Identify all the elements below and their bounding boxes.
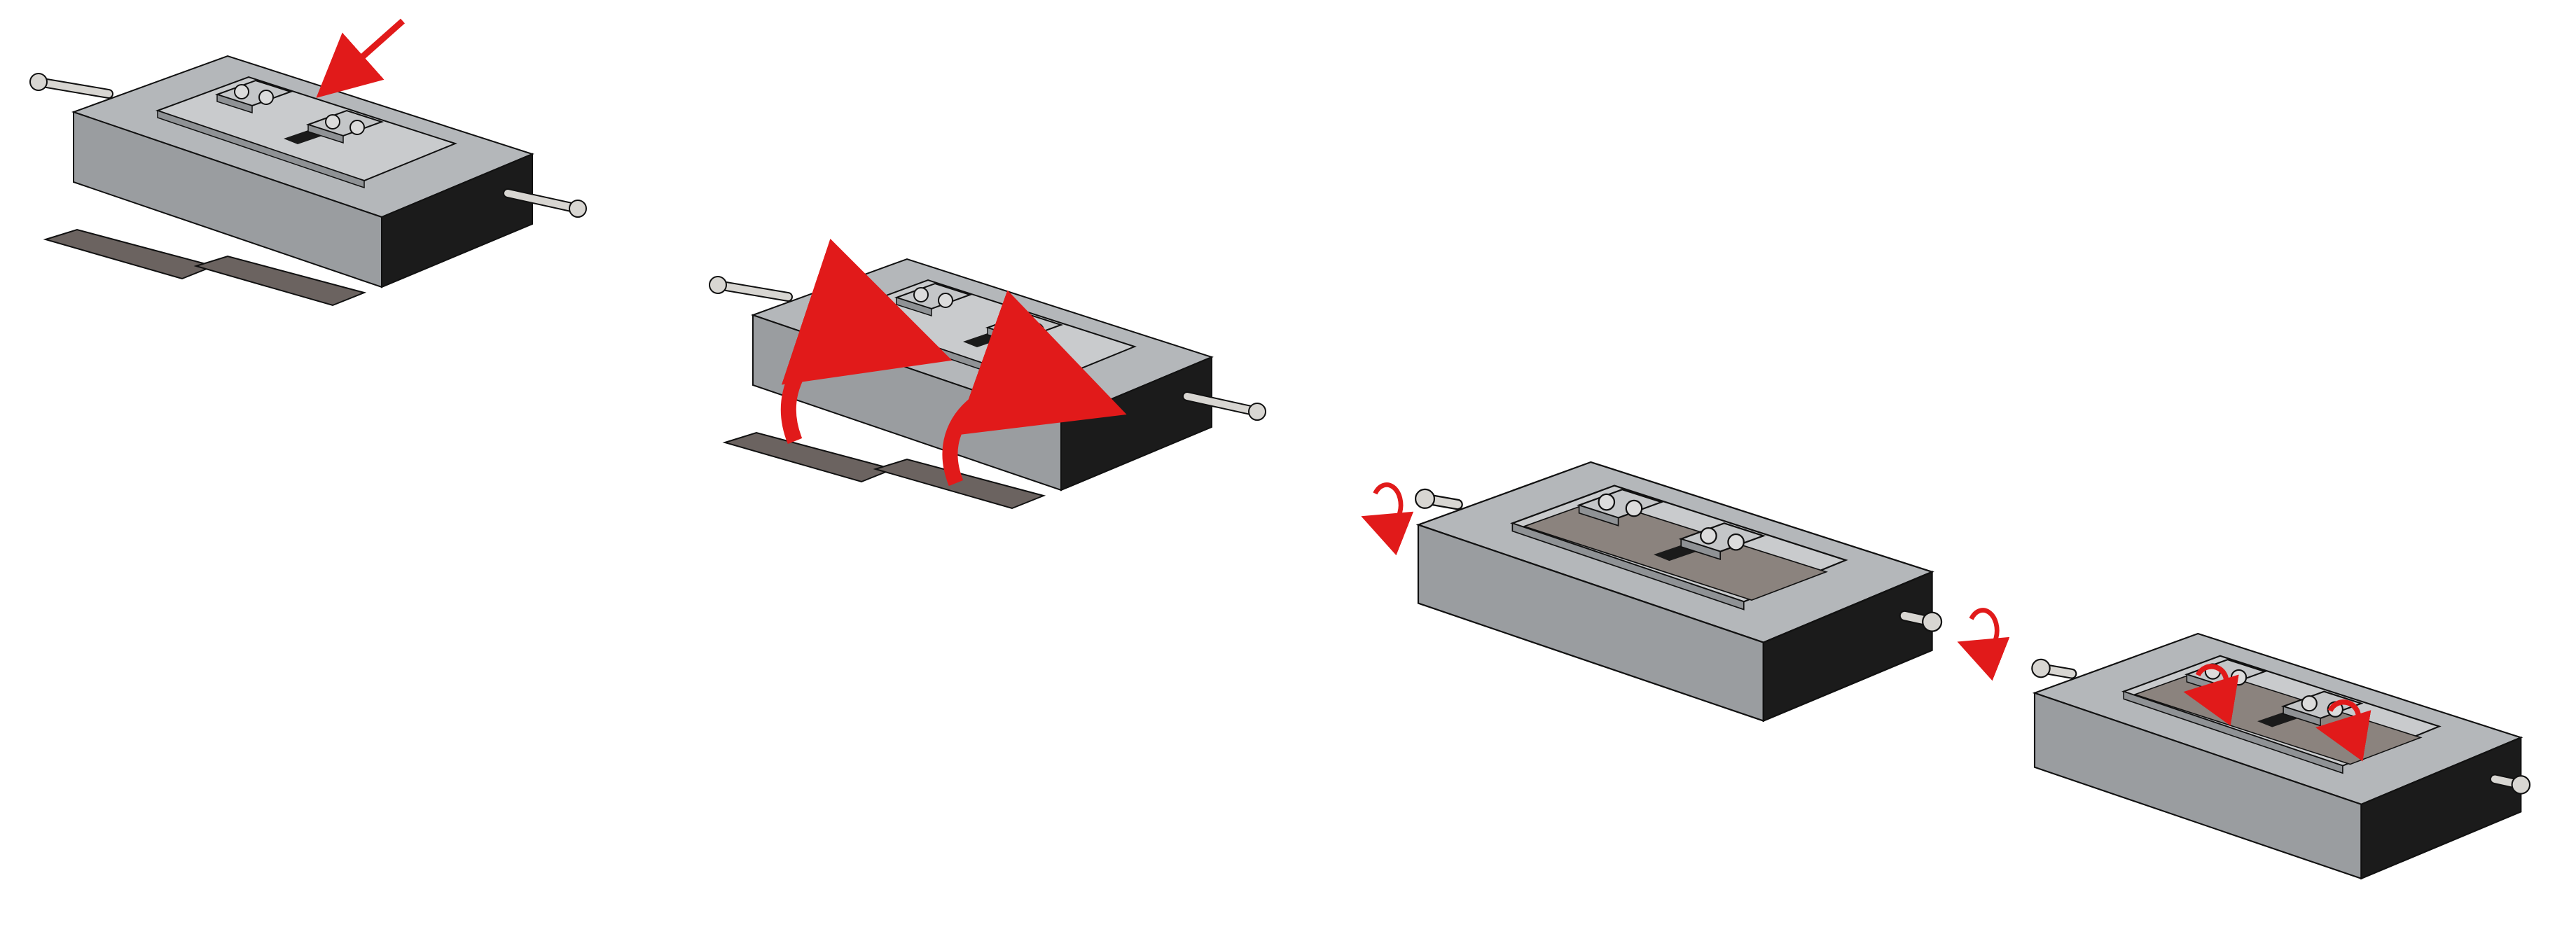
center-slot (2257, 712, 2299, 727)
right-pin (1184, 393, 1261, 415)
right-pin-head (1922, 611, 1943, 632)
left-pin (35, 78, 112, 97)
fixture-step-3 (1361, 461, 2010, 723)
metal-strip (873, 458, 1046, 510)
clamp-screw-icon (1625, 499, 1643, 517)
clamp-screw-icon (913, 287, 929, 302)
left-pin (714, 281, 791, 300)
clamp-screw-icon (1029, 323, 1044, 338)
right-pin (504, 190, 581, 212)
metal-strip (43, 228, 216, 280)
clamp-screw-icon (1700, 527, 1717, 545)
clamp-screw-icon (258, 90, 274, 105)
curved-place-arrow-icon (942, 290, 1127, 487)
clamp-screw-icon (2230, 669, 2248, 686)
pocket-wall (1511, 522, 1745, 611)
rotate-arrow-icon (2183, 664, 2239, 726)
clamp-plate-edge (1680, 538, 1722, 561)
pocket-wall (157, 109, 365, 189)
left-pin-head (1414, 488, 1436, 509)
clamp-screw-icon (1727, 533, 1745, 551)
center-slot (1654, 545, 1697, 562)
metal-strip (722, 431, 896, 483)
right-pin-head (1248, 403, 1266, 421)
body-side-face (1060, 356, 1212, 492)
clamp-plate-edge (307, 123, 344, 144)
rotate-arrow-icon (1361, 482, 1414, 556)
curved-place-arrow-icon (780, 238, 953, 445)
left-pin-head (2031, 658, 2051, 678)
fixture-step-1 (29, 18, 587, 307)
insert-arrow-icon (316, 18, 405, 98)
body-side-face (1762, 571, 1933, 723)
fixture-step-2 (709, 238, 1266, 510)
rotate-arrow-icon (1957, 608, 2010, 681)
clamp-plate-edge (216, 93, 253, 114)
center-slot (284, 130, 322, 144)
right-pin-head (569, 200, 587, 218)
body-side-face (381, 153, 533, 288)
clamp-screw-icon (938, 293, 953, 308)
clamp-screw-icon (349, 120, 365, 135)
right-pin-head (2511, 775, 2531, 795)
left-pin-head (29, 73, 48, 91)
pocket-wall (2123, 690, 2343, 774)
clamp-screw-icon (325, 114, 340, 130)
clamp-screw-icon (234, 84, 249, 99)
clamp-screw-icon (1598, 493, 1616, 511)
fixture-step-4 (2031, 632, 2531, 880)
clamp-screw-icon (1004, 317, 1020, 333)
metal-strip (193, 255, 367, 307)
rotate-arrow-icon (2315, 699, 2371, 762)
clamp-plate-edge (1578, 504, 1619, 527)
body-side-face (2360, 736, 2522, 880)
clamp-screw-icon (2301, 695, 2318, 712)
left-pin-head (709, 276, 727, 294)
